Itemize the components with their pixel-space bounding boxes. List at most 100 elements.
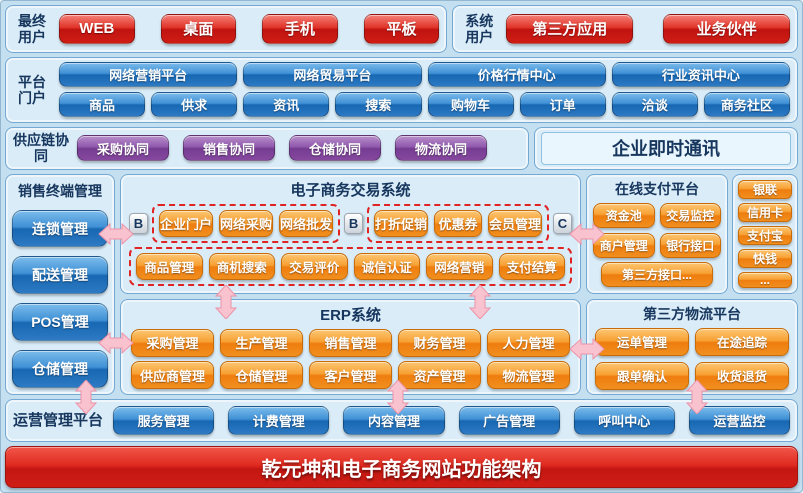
channel-button[interactable]: 银联: [738, 179, 792, 199]
channel-buttons: 银联信用卡支付宝快钱...: [738, 179, 792, 288]
erp-button[interactable]: 人力管理: [487, 328, 570, 357]
title-banner: 乾元坤和电子商务网站功能架构: [5, 446, 798, 489]
logistics-button[interactable]: 跟单确认: [595, 361, 689, 390]
system-user-button[interactable]: 业务伙伴: [663, 13, 791, 44]
portal-module-button[interactable]: 供求: [151, 92, 238, 118]
ecommerce-button[interactable]: 交易评价: [281, 252, 348, 280]
erp-button[interactable]: 销售管理: [309, 328, 392, 357]
terminal-button[interactable]: POS管理: [12, 303, 108, 341]
operations-label: 运营管理平台: [13, 411, 104, 429]
portal-platform-button[interactable]: 价格行情中心: [427, 62, 606, 88]
third-party-interface-button[interactable]: 第三方接口...: [601, 261, 713, 287]
ecommerce-button[interactable]: 诚信认证: [353, 252, 420, 280]
operations-button[interactable]: 服务管理: [113, 405, 215, 435]
supply-chain-buttons: 采购协同销售协同仓储协同物流协同: [77, 135, 521, 162]
logistics-button[interactable]: 运单管理: [595, 327, 689, 356]
channel-button[interactable]: 快钱: [738, 248, 792, 268]
ecommerce-button[interactable]: 网络采购: [219, 209, 274, 237]
supply-row: 供应链协同 采购协同销售协同仓储协同物流协同 企业即时通讯: [5, 126, 798, 170]
payment-button[interactable]: 交易监控: [659, 202, 721, 228]
erp-button[interactable]: 供应商管理: [131, 361, 214, 390]
payment-button[interactable]: 资金池: [593, 202, 655, 228]
operations-button[interactable]: 运营监控: [688, 405, 791, 435]
ecommerce-button[interactable]: 网络批发: [279, 209, 334, 237]
portal-module-button[interactable]: 订单: [519, 92, 606, 118]
operations-button[interactable]: 广告管理: [458, 405, 560, 435]
portal-module-button[interactable]: 搜索: [335, 92, 422, 118]
payment-title: 在线支付平台: [615, 180, 699, 197]
panel-third-party-logistics: 第三方物流平台 运单管理在途追踪跟单确认收货退货: [586, 298, 798, 395]
supply-chain-button[interactable]: 销售协同: [183, 135, 275, 162]
portal-module-button[interactable]: 购物车: [427, 92, 514, 118]
channel-button[interactable]: 支付宝: [738, 225, 792, 245]
supply-chain-label: 供应链协同: [13, 132, 69, 165]
portal-module-button[interactable]: 商务社区: [703, 92, 790, 118]
portal-modules: 商品供求资讯搜索购物车订单洽谈商务社区: [59, 92, 790, 118]
ecommerce-button[interactable]: 打折促销: [374, 209, 429, 237]
supply-chain-button[interactable]: 物流协同: [395, 135, 487, 162]
channel-button[interactable]: ...: [738, 271, 792, 288]
portal-platform-button[interactable]: 网络贸易平台: [243, 62, 422, 88]
portal-row: 平台门户 网络营销平台网络贸易平台价格行情中心行业资讯中心 商品供求资讯搜索购物…: [5, 56, 798, 123]
end-user-button[interactable]: 手机: [262, 13, 338, 44]
panel-erp-system: ERP系统 采购管理生产管理销售管理财务管理人力管理 供应商管理仓储管理客户管理…: [120, 298, 581, 395]
portal-platform-button[interactable]: 网络营销平台: [59, 62, 238, 88]
ecommerce-button[interactable]: 商机搜索: [208, 252, 275, 280]
logistics-button[interactable]: 收货退货: [695, 361, 789, 390]
operations-button[interactable]: 内容管理: [343, 405, 445, 435]
erp-button[interactable]: 物流管理: [487, 361, 570, 390]
end-user-button[interactable]: 平板: [363, 13, 440, 44]
ecommerce-button[interactable]: 企业门户: [159, 209, 214, 237]
erp-button[interactable]: 资产管理: [398, 361, 481, 390]
panel-operations: 运营管理平台 服务管理计费管理内容管理广告管理呼叫中心运营监控: [5, 398, 798, 443]
logistics-button[interactable]: 在途追踪: [695, 327, 789, 356]
operations-button[interactable]: 计费管理: [228, 405, 330, 435]
erp-button[interactable]: 生产管理: [220, 328, 303, 357]
erp-button[interactable]: 财务管理: [398, 328, 481, 357]
portal-module-button[interactable]: 资讯: [243, 92, 330, 118]
erp-button[interactable]: 采购管理: [131, 328, 214, 357]
system-users-buttons: 第三方应用业务伙伴: [506, 13, 791, 44]
supply-chain-button[interactable]: 采购协同: [77, 135, 169, 162]
terminal-button[interactable]: 仓储管理: [12, 349, 108, 388]
ecommerce-button[interactable]: 支付结算: [498, 252, 565, 280]
terminal-buttons: 连锁管理配送管理 POS管理仓储管理: [12, 209, 108, 388]
panel-supply-chain: 供应链协同 采购协同销售协同仓储协同物流协同: [5, 126, 530, 170]
ecommerce-button[interactable]: 商品管理: [136, 252, 203, 280]
end-users-buttons: WEB 桌面手机平板: [59, 13, 440, 44]
ecommerce-group3: 商品管理商机搜索交易评价诚信认证网络营销支付结算: [129, 246, 572, 286]
badge-b1: B: [129, 212, 148, 234]
portal-module-button[interactable]: 洽谈: [611, 92, 698, 118]
payment-button[interactable]: 银行接口: [659, 232, 721, 258]
supply-chain-button[interactable]: 仓储协同: [289, 135, 381, 162]
panel-ecommerce-system: 电子商务交易系统 B 企业门户网络采购网络批发 B 打折促销优惠券会员管理 C …: [120, 173, 581, 294]
erp-button[interactable]: 仓储管理: [220, 361, 303, 390]
portal-platform-button[interactable]: 行业资讯中心: [611, 62, 790, 88]
operations-buttons: 服务管理计费管理内容管理广告管理呼叫中心运营监控: [113, 405, 791, 435]
system-user-button[interactable]: 第三方应用: [506, 13, 634, 44]
erp-button[interactable]: 客户管理: [309, 361, 392, 390]
erp-row1: 采购管理生产管理销售管理财务管理人力管理: [131, 328, 570, 358]
portal-label: 平台门户: [18, 73, 46, 106]
end-user-button[interactable]: WEB: [59, 13, 135, 44]
im-box[interactable]: 企业即时通讯: [541, 131, 791, 165]
end-user-button[interactable]: 桌面: [160, 13, 237, 44]
ecommerce-button[interactable]: 网络营销: [426, 252, 493, 280]
ecommerce-button[interactable]: 优惠券: [434, 209, 482, 237]
channel-button[interactable]: 信用卡: [738, 202, 792, 222]
payment-button[interactable]: 商户管理: [593, 232, 655, 258]
operations-row: 运营管理平台 服务管理计费管理内容管理广告管理呼叫中心运营监控: [5, 398, 798, 443]
portal-module-button[interactable]: 商品: [59, 92, 146, 118]
ecommerce-button[interactable]: 会员管理: [487, 209, 542, 237]
logistics-title: 第三方物流平台: [643, 305, 741, 322]
operations-button[interactable]: 呼叫中心: [573, 405, 675, 435]
panel-instant-messaging: 企业即时通讯: [534, 126, 798, 170]
ecommerce-row1: B 企业门户网络采购网络批发 B 打折促销优惠券会员管理 C: [129, 203, 572, 243]
ecommerce-title: 电子商务交易系统: [290, 181, 411, 199]
terminal-button[interactable]: 连锁管理: [12, 209, 108, 248]
terminal-button[interactable]: 配送管理: [12, 256, 108, 295]
erp-row2: 供应商管理仓储管理客户管理资产管理物流管理: [131, 361, 570, 390]
